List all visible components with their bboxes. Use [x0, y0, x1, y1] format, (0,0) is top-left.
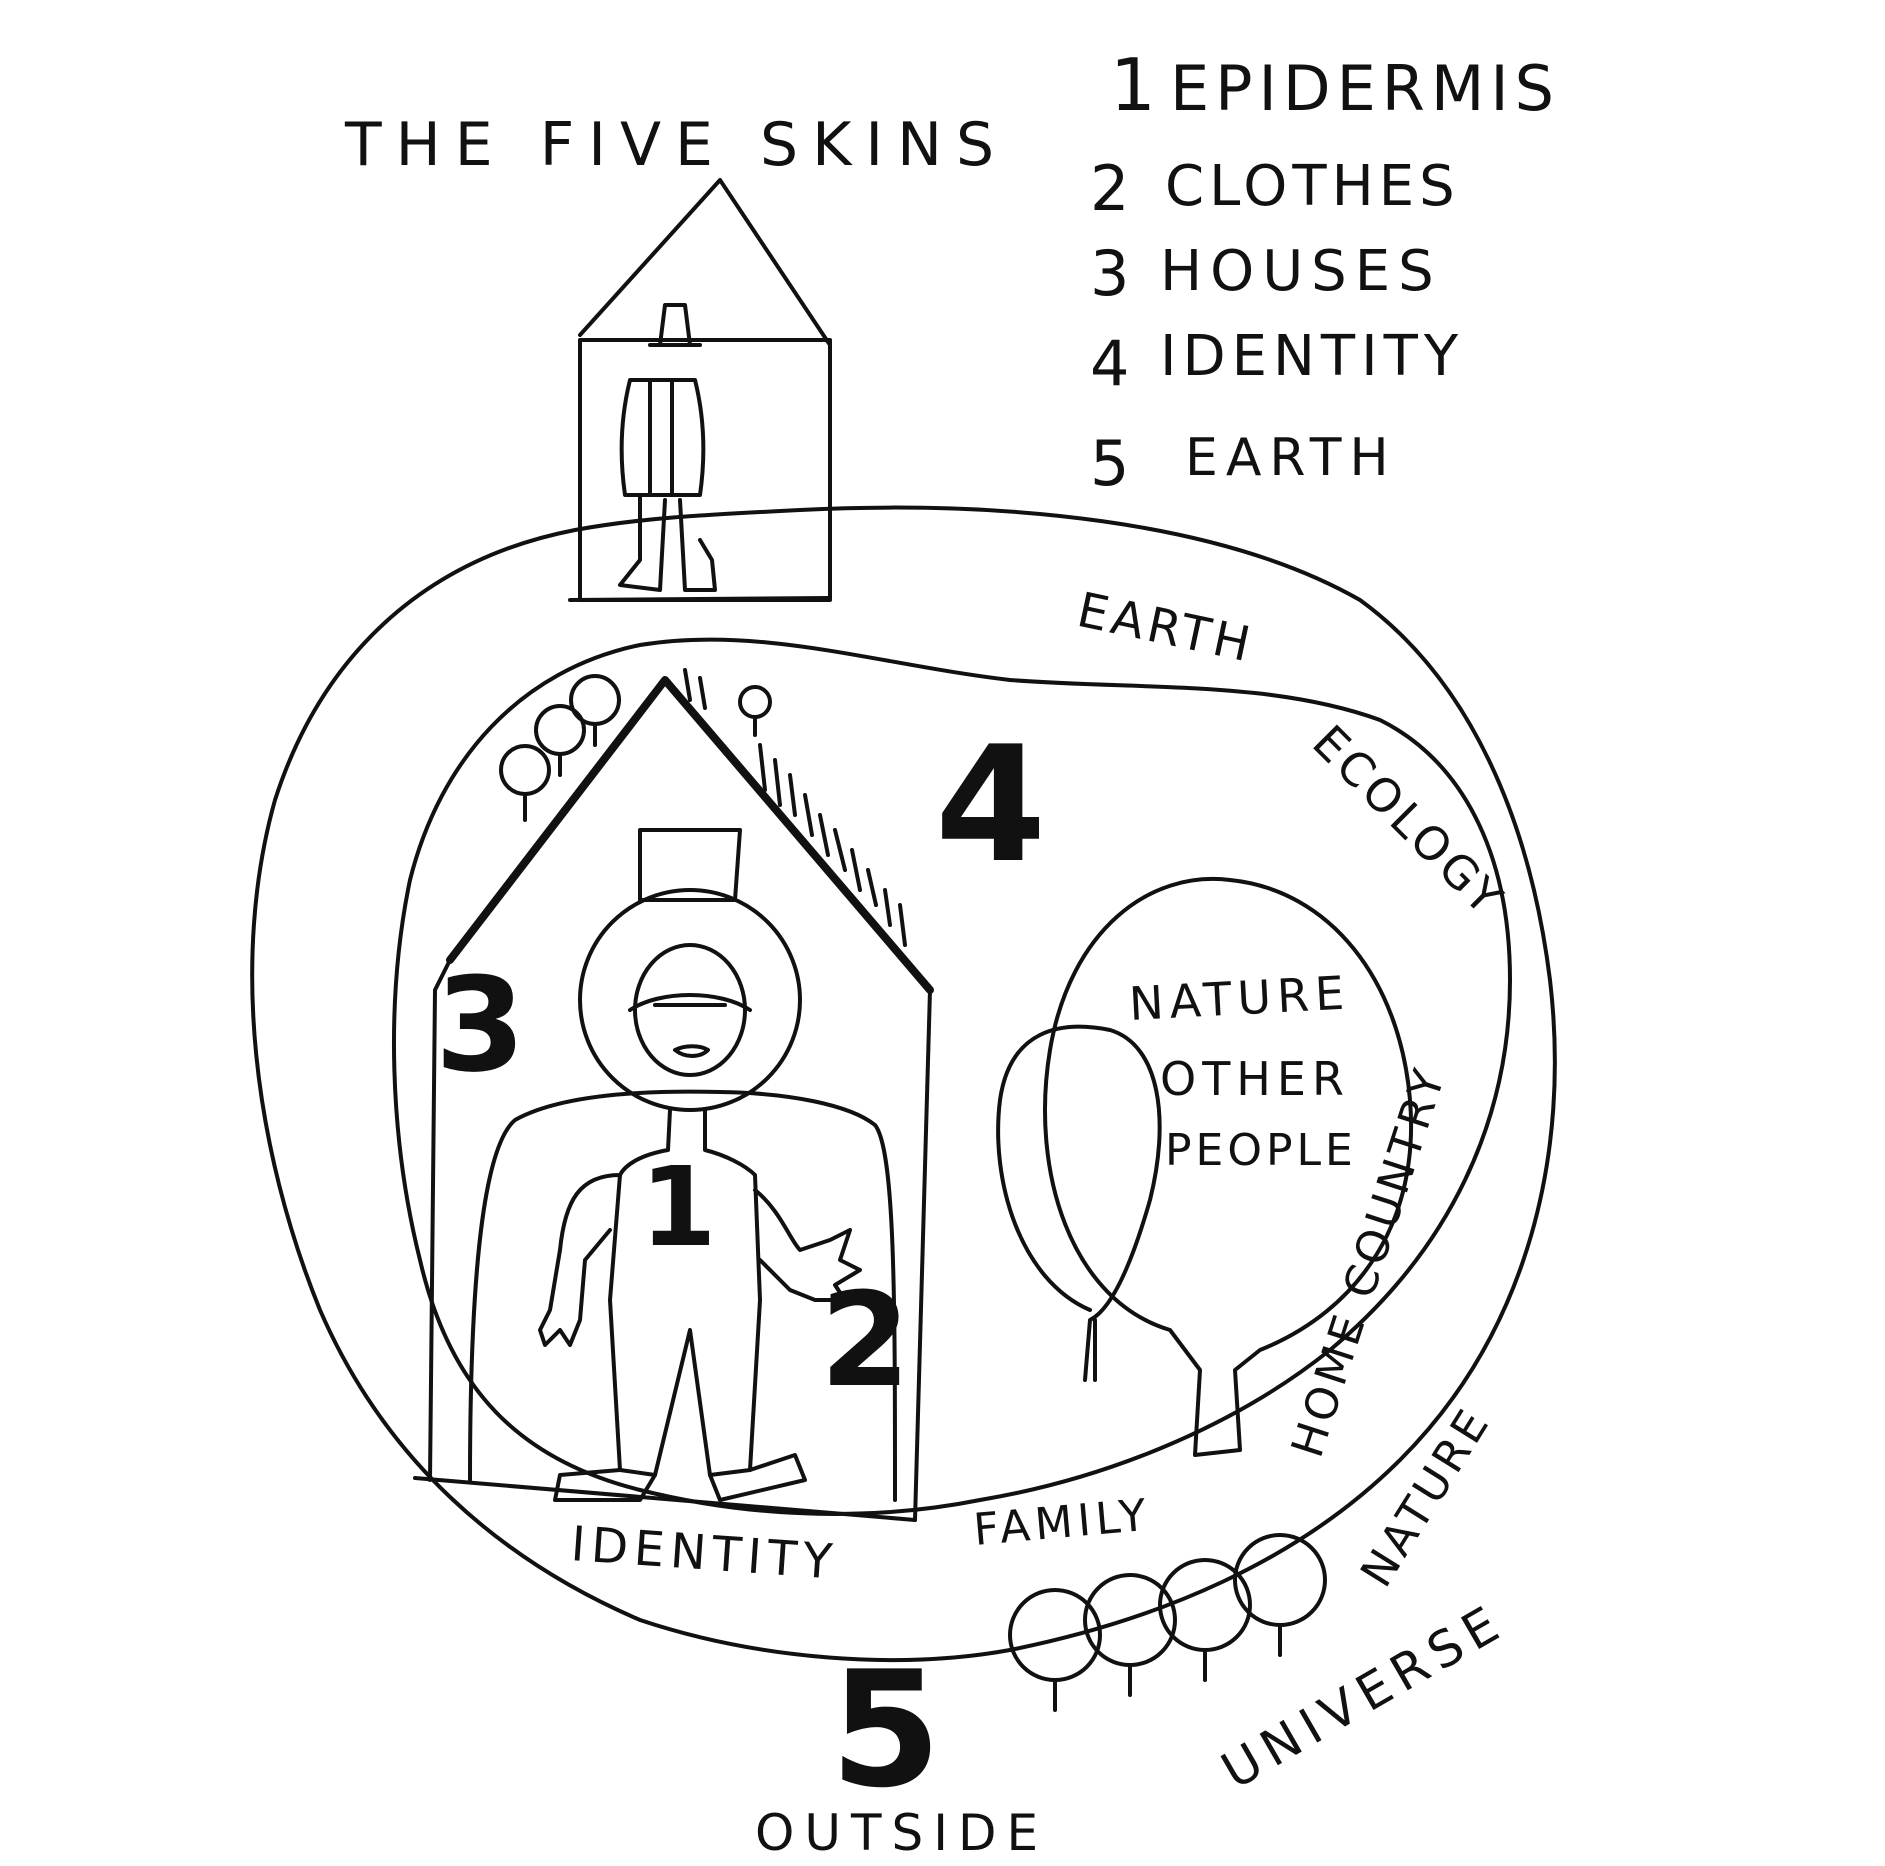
legend-number-1: 1 — [1110, 43, 1156, 127]
outer-earth-outline — [250, 505, 1557, 1662]
roof-trees-icon — [499, 674, 772, 822]
tree-row-icon — [1008, 1533, 1327, 1712]
legend-number-2: 2 — [1090, 152, 1129, 225]
legend-label-3: HOUSES — [1160, 239, 1442, 304]
legend-number-3: 3 — [1090, 237, 1129, 310]
label-other: OTHER — [1160, 1052, 1350, 1106]
label-earth: EARTH — [1073, 582, 1259, 674]
legend-label-1: EPIDERMIS — [1170, 52, 1560, 125]
legend-number-4: 4 — [1090, 327, 1129, 400]
legend: 1 EPIDERMIS 2 CLOTHES 3 HOUSES 4 IDENTIT… — [1090, 43, 1560, 500]
legend-number-5: 5 — [1090, 427, 1129, 500]
marker-4: 4 — [935, 711, 1046, 898]
figure-icon — [538, 828, 862, 1502]
marker-3: 3 — [435, 949, 525, 1101]
marker-1: 1 — [640, 1143, 717, 1271]
small-house-icon — [568, 178, 832, 602]
label-universe: UNIVERSE — [1212, 1592, 1515, 1801]
legend-label-5: EARTH — [1185, 428, 1397, 488]
big-house-icon — [413, 668, 934, 1522]
legend-label-2: CLOTHES — [1165, 154, 1460, 219]
label-people: PEOPLE — [1165, 1125, 1357, 1176]
label-family: FAMILY — [972, 1490, 1154, 1556]
label-outside: OUTSIDE — [755, 1804, 1048, 1862]
label-identity: IDENTITY — [569, 1516, 840, 1591]
label-nature-outer: NATURE — [1351, 1398, 1501, 1596]
clothes-outline — [468, 1089, 897, 1502]
marker-5: 5 — [830, 1636, 941, 1823]
inner-identity-outline — [392, 637, 1512, 1516]
large-trees-icon — [996, 876, 1414, 1457]
marker-2: 2 — [820, 1264, 910, 1416]
page-title: THE FIVE SKINS — [344, 110, 1008, 180]
label-home-country: HOME COUNTRY — [1282, 1060, 1456, 1463]
label-nature-inner: NATURE — [1128, 965, 1352, 1030]
legend-label-4: IDENTITY — [1160, 324, 1464, 389]
